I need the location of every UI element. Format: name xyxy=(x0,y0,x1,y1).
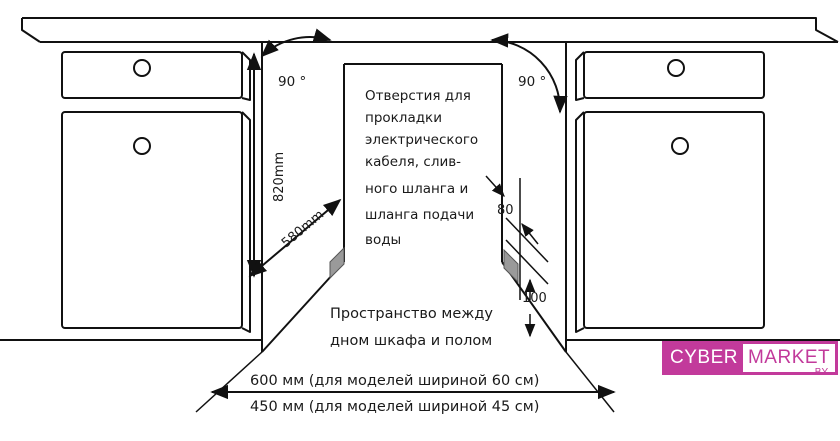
left-drawer-side xyxy=(241,51,251,101)
gap-line-1: Пространство между xyxy=(330,306,493,322)
left-door-knob xyxy=(133,137,151,155)
holes-note: Отверстия для прокладки электрического к… xyxy=(365,88,478,248)
left-hole-patch xyxy=(329,246,345,280)
logo-box: CYBER MARKET xyxy=(662,341,839,375)
holes-line-3: электрического xyxy=(365,132,478,148)
holes-line-1: Отверстия для xyxy=(365,88,471,104)
logo-suffix: .BY xyxy=(812,367,829,378)
holes-line-2: прокладки xyxy=(365,110,442,126)
angle-right-label: 90 ° xyxy=(518,74,546,90)
depth-dimension xyxy=(248,198,342,278)
left-drawer xyxy=(61,51,243,99)
right-drawer-knob xyxy=(667,59,685,77)
logo-part-1: CYBER xyxy=(665,344,743,372)
right-door xyxy=(583,111,765,329)
height-label: 820mm xyxy=(272,152,287,202)
dim-80-arrow-bottom xyxy=(521,222,539,245)
width-450-label: 450 мм (для моделей шириной 45 см) xyxy=(250,399,539,415)
dim-100-label: 100 xyxy=(522,291,547,306)
left-door xyxy=(61,111,243,329)
holes-line-6: шланга подачи xyxy=(365,207,474,223)
right-door-side xyxy=(575,111,585,333)
right-door-knob xyxy=(671,137,689,155)
angle-left-label: 90 ° xyxy=(278,74,306,90)
width-ext-right xyxy=(565,351,615,413)
left-door-side xyxy=(241,111,251,333)
dim-80-label: 80 xyxy=(497,203,514,218)
holes-line-7: воды xyxy=(365,232,401,248)
side-detail-3 xyxy=(505,239,549,285)
countertop xyxy=(21,17,839,43)
left-angle-arc xyxy=(260,28,332,58)
dim-80-arrow-top xyxy=(485,175,505,198)
side-detail-2 xyxy=(505,217,549,263)
gap-line-2: дном шкафа и полом xyxy=(330,333,492,349)
holes-line-4: кабеля, слив- xyxy=(365,154,461,170)
right-drawer xyxy=(583,51,765,99)
logo-part-2: MARKET xyxy=(742,344,836,372)
right-drawer-side xyxy=(575,51,585,101)
depth-label: 580mm xyxy=(279,207,327,251)
right-angle-arc xyxy=(490,33,568,114)
width-ext-left xyxy=(195,351,263,413)
width-600-label: 600 мм (для моделей шириной 60 см) xyxy=(250,373,539,389)
left-drawer-knob xyxy=(133,59,151,77)
right-hole-patch xyxy=(503,248,519,284)
cybermarket-logo: CYBER MARKET .BY xyxy=(662,341,839,383)
holes-line-5: ного шланга и xyxy=(365,181,468,197)
